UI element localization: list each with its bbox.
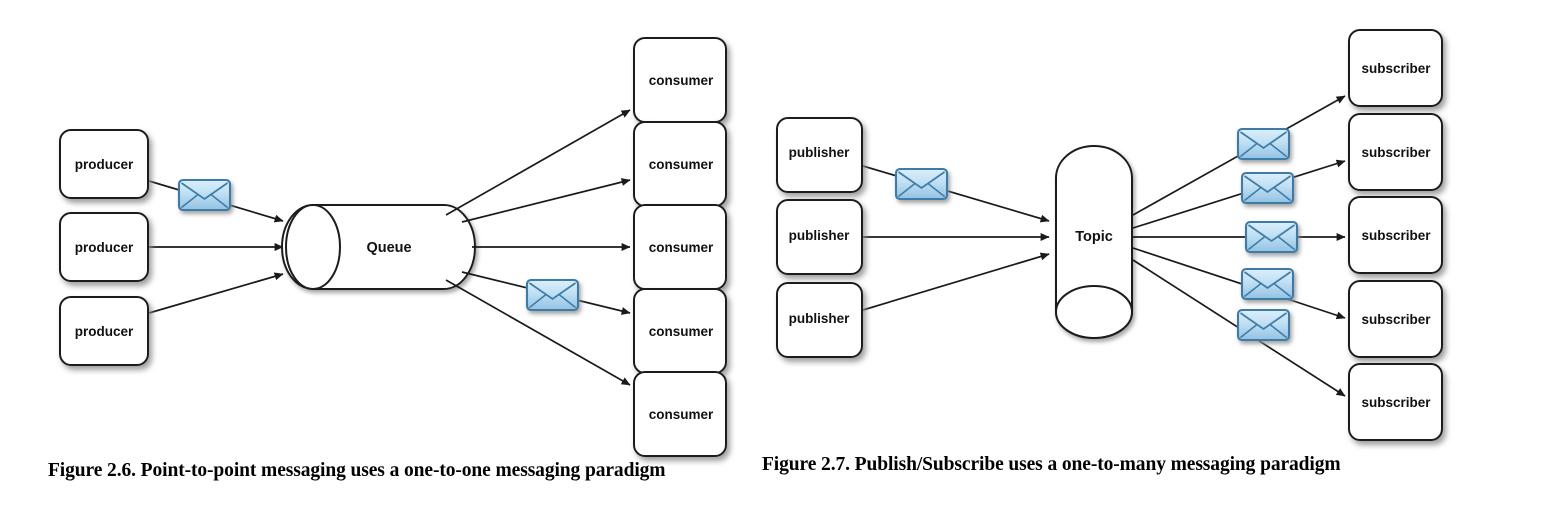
consumer-node-2-label: consumer (649, 157, 714, 172)
envelope-icon-p2p-out (525, 278, 580, 312)
consumer-node-3[interactable]: consumer (633, 204, 727, 290)
arrow-topic-to-subscriber-4 (1132, 247, 1346, 320)
figure-publish-subscribe: Topic publisher publisher (776, 29, 1443, 441)
subscriber-node-3[interactable]: subscriber (1348, 196, 1443, 274)
envelope-icon-pubsub-out-5 (1236, 308, 1291, 342)
publisher-node-3[interactable]: publisher (776, 282, 863, 358)
producer-node-2[interactable]: producer (59, 212, 149, 282)
arrow-producer-3-to-queue (148, 272, 284, 314)
publisher-node-3-label: publisher (789, 311, 851, 326)
consumer-node-1[interactable]: consumer (633, 37, 727, 123)
producer-node-3[interactable]: producer (59, 296, 149, 366)
envelope-icon-pubsub-out-3 (1244, 220, 1299, 254)
publisher-node-1[interactable]: publisher (776, 117, 863, 193)
publisher-node-2[interactable]: publisher (776, 199, 863, 275)
topic-label: Topic (1075, 229, 1113, 245)
subscriber-node-2[interactable]: subscriber (1348, 113, 1443, 191)
arrow-queue-to-consumer-1 (445, 109, 631, 216)
envelope-icon-pubsub-out-1 (1236, 127, 1291, 161)
figure-caption-point-to-point: Figure 2.6. Point-to-point messaging use… (48, 460, 666, 481)
producer-nodes: producer producer producer (59, 129, 149, 366)
arrow-queue-to-consumer-2 (461, 178, 631, 223)
consumer-node-5-label: consumer (649, 407, 714, 422)
producer-node-2-label: producer (75, 240, 134, 255)
consumer-node-2[interactable]: consumer (633, 121, 727, 207)
subscriber-node-5[interactable]: subscriber (1348, 363, 1443, 441)
envelope-icon-p2p-in (177, 178, 232, 212)
producer-node-1-label: producer (75, 157, 134, 172)
publisher-nodes: publisher publisher publisher (776, 117, 863, 358)
queue-cylinder (281, 204, 476, 290)
subscriber-node-1-label: subscriber (1361, 61, 1431, 76)
envelope-icon-pubsub-out-2 (1240, 171, 1295, 205)
arrow-queue-to-consumer-5 (445, 279, 631, 386)
subscriber-node-5-label: subscriber (1361, 395, 1431, 410)
envelope-icon-pubsub-in (894, 167, 949, 201)
subscriber-node-2-label: subscriber (1361, 145, 1431, 160)
figure-point-to-point: Queue producer producer (59, 37, 727, 457)
topic-cylinder (1055, 145, 1133, 339)
publisher-node-1-label: publisher (789, 145, 851, 160)
consumer-node-4[interactable]: consumer (633, 288, 727, 374)
figure-caption-publish-subscribe: Figure 2.7. Publish/Subscribe uses a one… (762, 454, 1341, 475)
subscriber-node-4[interactable]: subscriber (1348, 280, 1443, 358)
envelope-icon-pubsub-out-4 (1240, 267, 1295, 301)
subscriber-node-1[interactable]: subscriber (1348, 29, 1443, 107)
subscriber-node-3-label: subscriber (1361, 228, 1431, 243)
arrow-publisher-1-to-topic (862, 165, 1050, 223)
consumer-node-3-label: consumer (649, 240, 714, 255)
arrow-topic-to-subscriber-2 (1132, 159, 1346, 229)
publisher-node-2-label: publisher (789, 228, 851, 243)
arrows-publishers-to-topic (862, 165, 1050, 311)
subscriber-node-4-label: subscriber (1361, 312, 1431, 327)
arrows-queue-to-consumers (445, 109, 631, 386)
consumer-node-4-label: consumer (649, 324, 714, 339)
consumer-node-1-label: consumer (649, 73, 714, 88)
subscriber-nodes: subscriber subscriber subscriber subscri… (1348, 29, 1443, 441)
arrow-publisher-3-to-topic (862, 252, 1050, 311)
producer-node-1[interactable]: producer (59, 129, 149, 199)
consumer-nodes: consumer consumer consumer consumer cons… (633, 37, 727, 457)
producer-node-3-label: producer (75, 324, 134, 339)
queue-label: Queue (366, 240, 411, 256)
consumer-node-5[interactable]: consumer (633, 371, 727, 457)
